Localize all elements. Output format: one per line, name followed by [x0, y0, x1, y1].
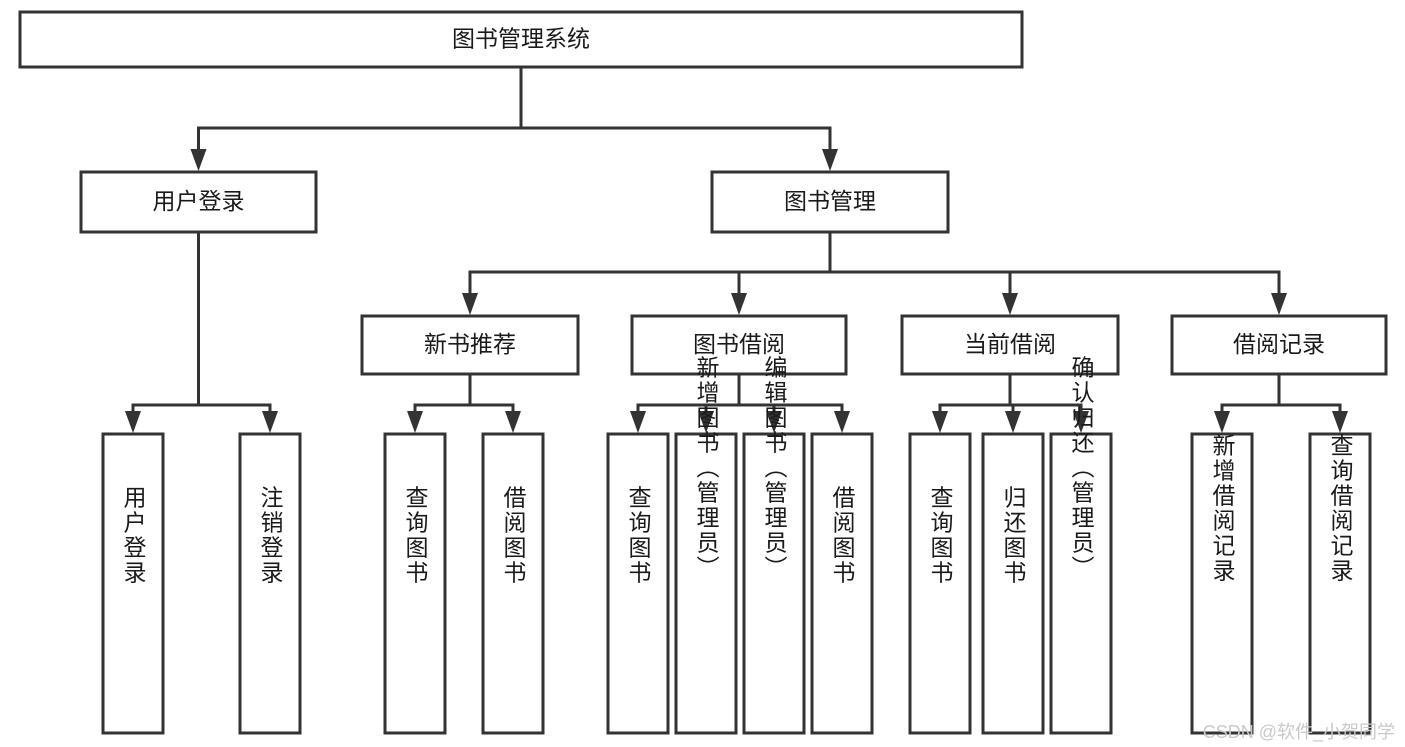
node-box-leaf-add-record [1190, 432, 1254, 735]
node-label-current-borrow: 当前借阅 [964, 331, 1056, 357]
node-box-leaf-logout [238, 432, 302, 735]
node-box-new-book-recommend [360, 314, 580, 376]
node-label-leaf-query-book-2: 查询图书 [625, 486, 652, 586]
node-box-leaf-confirm-return [1049, 432, 1113, 735]
node-leaf-query-book-3[interactable]: 查询图书 [908, 432, 972, 735]
node-box-leaf-query-book-1 [383, 432, 447, 735]
node-label-leaf-logout: 注销登录 [257, 486, 284, 586]
node-box-leaf-query-book-2 [606, 432, 670, 735]
node-box-leaf-add-book [674, 432, 738, 735]
node-box-leaf-query-record [1308, 432, 1372, 735]
node-book-borrow[interactable]: 图书借阅 [630, 314, 848, 376]
node-label-leaf-query-book-3: 查询图书 [927, 486, 954, 586]
node-label-leaf-borrow-book-2: 借阅图书 [829, 486, 856, 586]
node-label-leaf-add-book: 新增图书（管理员） [693, 356, 720, 581]
node-box-leaf-borrow-book-1 [481, 432, 545, 735]
node-label-leaf-confirm-return: 确认归还（管理员） [1068, 356, 1095, 581]
node-leaf-confirm-return[interactable]: 确认归还（管理员） [1049, 356, 1113, 735]
node-current-borrow[interactable]: 当前借阅 [900, 314, 1120, 376]
node-leaf-borrow-book-1[interactable]: 借阅图书 [481, 432, 545, 735]
node-label-borrow-record: 借阅记录 [1233, 331, 1325, 357]
node-user-login[interactable]: 用户登录 [79, 170, 318, 234]
node-label-leaf-edit-book: 编辑图书（管理员） [761, 356, 788, 581]
node-box-book-borrow [630, 314, 848, 376]
node-label-book-borrow: 图书借阅 [693, 331, 785, 357]
node-label-user-login: 用户登录 [153, 188, 245, 214]
node-label-leaf-add-record: 新增借阅记录 [1209, 434, 1236, 584]
node-label-book-manage: 图书管理 [784, 188, 876, 214]
node-label-leaf-return-book: 归还图书 [1000, 486, 1027, 586]
node-box-leaf-return-book [981, 432, 1045, 735]
node-root[interactable]: 图书管理系统 [18, 10, 1024, 69]
node-book-manage[interactable]: 图书管理 [710, 170, 950, 234]
node-leaf-edit-book[interactable]: 编辑图书（管理员） [742, 356, 806, 735]
node-box-leaf-user-login [101, 432, 165, 735]
node-leaf-add-book[interactable]: 新增图书（管理员） [674, 356, 738, 735]
node-leaf-query-record[interactable]: 查询借阅记录 [1308, 432, 1372, 735]
node-box-book-manage [710, 170, 950, 234]
node-label-new-book-recommend: 新书推荐 [424, 331, 516, 357]
node-box-leaf-edit-book [742, 432, 806, 735]
node-leaf-query-book-1[interactable]: 查询图书 [383, 432, 447, 735]
node-label-leaf-query-book-1: 查询图书 [402, 486, 429, 586]
node-box-root [18, 10, 1024, 69]
node-leaf-return-book[interactable]: 归还图书 [981, 432, 1045, 735]
node-new-book-recommend[interactable]: 新书推荐 [360, 314, 580, 376]
node-leaf-add-record[interactable]: 新增借阅记录 [1190, 432, 1254, 735]
node-leaf-logout[interactable]: 注销登录 [238, 432, 302, 735]
watermark: CSDN @软件_小贺同学 [1202, 722, 1395, 742]
node-box-leaf-borrow-book-2 [810, 432, 874, 735]
node-label-leaf-user-login: 用户登录 [120, 486, 147, 586]
node-label-leaf-query-record: 查询借阅记录 [1327, 434, 1354, 584]
node-label-root: 图书管理系统 [452, 26, 590, 52]
node-leaf-user-login[interactable]: 用户登录 [101, 432, 165, 735]
node-box-borrow-record [1170, 314, 1388, 376]
node-leaf-borrow-book-2[interactable]: 借阅图书 [810, 432, 874, 735]
node-layer: 图书管理系统用户登录图书管理新书推荐图书借阅当前借阅借阅记录用户登录注销登录查询… [18, 10, 1388, 735]
node-box-user-login [79, 170, 318, 234]
node-box-leaf-query-book-3 [908, 432, 972, 735]
connector-layer [125, 65, 1348, 433]
node-borrow-record[interactable]: 借阅记录 [1170, 314, 1388, 376]
node-label-leaf-borrow-book-1: 借阅图书 [500, 486, 527, 586]
node-box-current-borrow [900, 314, 1120, 376]
node-leaf-query-book-2[interactable]: 查询图书 [606, 432, 670, 735]
